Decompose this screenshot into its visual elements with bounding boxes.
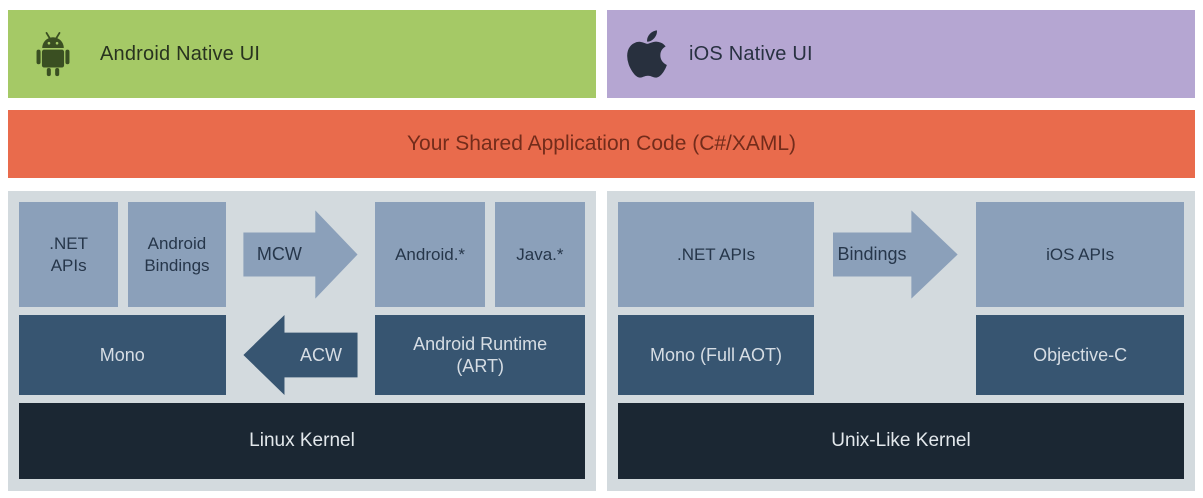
- ios-stack-panel: .NET APIs Bindings iOS APIs Mono (Full A…: [607, 191, 1195, 491]
- linux-kernel-label: Linux Kernel: [249, 430, 355, 452]
- ios-net-apis-box: .NET APIs: [618, 202, 815, 307]
- bindings-arrow-label: Bindings: [837, 244, 907, 264]
- android-bindings-box: Android Bindings: [128, 202, 226, 307]
- shared-code-label: Your Shared Application Code (C#/XAML): [406, 132, 797, 155]
- acw-arrow-label: ACW: [299, 344, 342, 365]
- mcw-arrow-label: MCW: [256, 244, 302, 264]
- android-runtime-box: Android Runtime (ART): [375, 315, 585, 395]
- java-star-box: Java.*: [494, 202, 585, 307]
- ios-apis-label: iOS APIs: [1046, 244, 1115, 264]
- android-runtime-label: Android Runtime (ART): [413, 333, 548, 377]
- mcw-arrow-icon: MCW: [243, 210, 358, 299]
- objective-c-label: Objective-C: [1033, 344, 1128, 365]
- mono-full-aot-box: Mono (Full AOT): [618, 315, 815, 395]
- android-star-label: Android.*: [395, 244, 466, 264]
- linux-kernel-box: Linux Kernel: [19, 403, 585, 479]
- empty-cell: [824, 315, 966, 395]
- android-bindings-label: Android Bindings: [144, 234, 210, 275]
- acw-arrow-icon: ACW: [243, 315, 358, 395]
- mono-full-aot-label: Mono (Full AOT): [650, 344, 783, 365]
- bindings-arrow-icon: Bindings: [832, 210, 958, 299]
- android-stack-panel: .NET APIs Android Bindings MCW Android.*…: [8, 191, 596, 491]
- android-band-label: Android Native UI: [100, 42, 261, 65]
- apple-icon: [625, 27, 669, 81]
- android-net-apis-label: .NET APIs: [49, 234, 89, 275]
- java-star-label: Java.*: [516, 244, 564, 264]
- mono-box: Mono: [19, 315, 226, 395]
- stack-panels-row: .NET APIs Android Bindings MCW Android.*…: [8, 191, 1195, 491]
- unix-like-kernel-box: Unix-Like Kernel: [618, 403, 1184, 479]
- ios-net-apis-label: .NET APIs: [676, 244, 756, 264]
- ios-apis-box: iOS APIs: [976, 202, 1184, 307]
- ios-native-ui-band: iOS Native UI: [607, 10, 1195, 98]
- android-net-apis-box: .NET APIs: [19, 202, 119, 307]
- objective-c-box: Objective-C: [976, 315, 1184, 395]
- android-native-ui-band: Android Native UI: [8, 10, 596, 98]
- native-ui-row: Android Native UI iOS Native UI: [8, 10, 1195, 98]
- android-star-box: Android.*: [375, 202, 485, 307]
- ios-band-label: iOS Native UI: [689, 42, 813, 65]
- unix-like-kernel-label: Unix-Like Kernel: [831, 430, 971, 452]
- android-robot-icon: [26, 25, 80, 83]
- shared-code-band: Your Shared Application Code (C#/XAML): [8, 110, 1195, 178]
- mono-label: Mono: [99, 344, 145, 365]
